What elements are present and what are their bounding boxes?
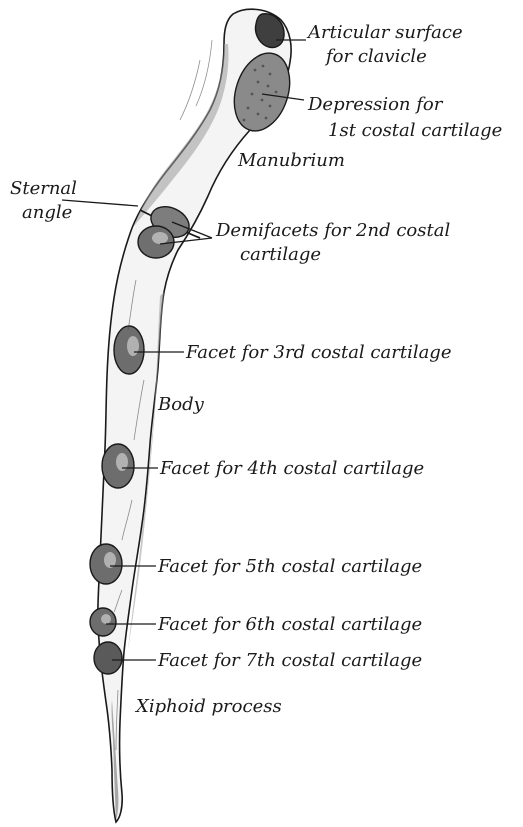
label-sternal-angle-line1: Sternal [10, 178, 77, 199]
label-depression-line2: 1st costal cartilage [328, 120, 502, 141]
label-sternal-angle-line2: angle [22, 202, 72, 223]
label-facet-3: Facet for 3rd costal cartilage [185, 342, 451, 363]
label-articular-surface-line1: Articular surface [306, 22, 463, 43]
label-depression-line1: Depression for [307, 94, 444, 115]
label-facet-5: Facet for 5th costal cartilage [157, 556, 422, 577]
label-xiphoid: Xiphoid process [134, 696, 282, 717]
label-articular-surface-line2: for clavicle [324, 46, 427, 67]
label-facet-4: Facet for 4th costal cartilage [159, 458, 424, 479]
label-demifacets-line1: Demifacets for 2nd costal [215, 220, 450, 241]
label-body: Body [157, 394, 205, 415]
label-manubrium: Manubrium [237, 150, 345, 171]
leader-sternal-angle [62, 200, 138, 206]
label-facet-7: Facet for 7th costal cartilage [157, 650, 422, 671]
label-facet-6: Facet for 6th costal cartilage [157, 614, 422, 635]
facet-7th-costal [94, 642, 122, 674]
label-demifacets-line2: cartilage [240, 244, 321, 265]
